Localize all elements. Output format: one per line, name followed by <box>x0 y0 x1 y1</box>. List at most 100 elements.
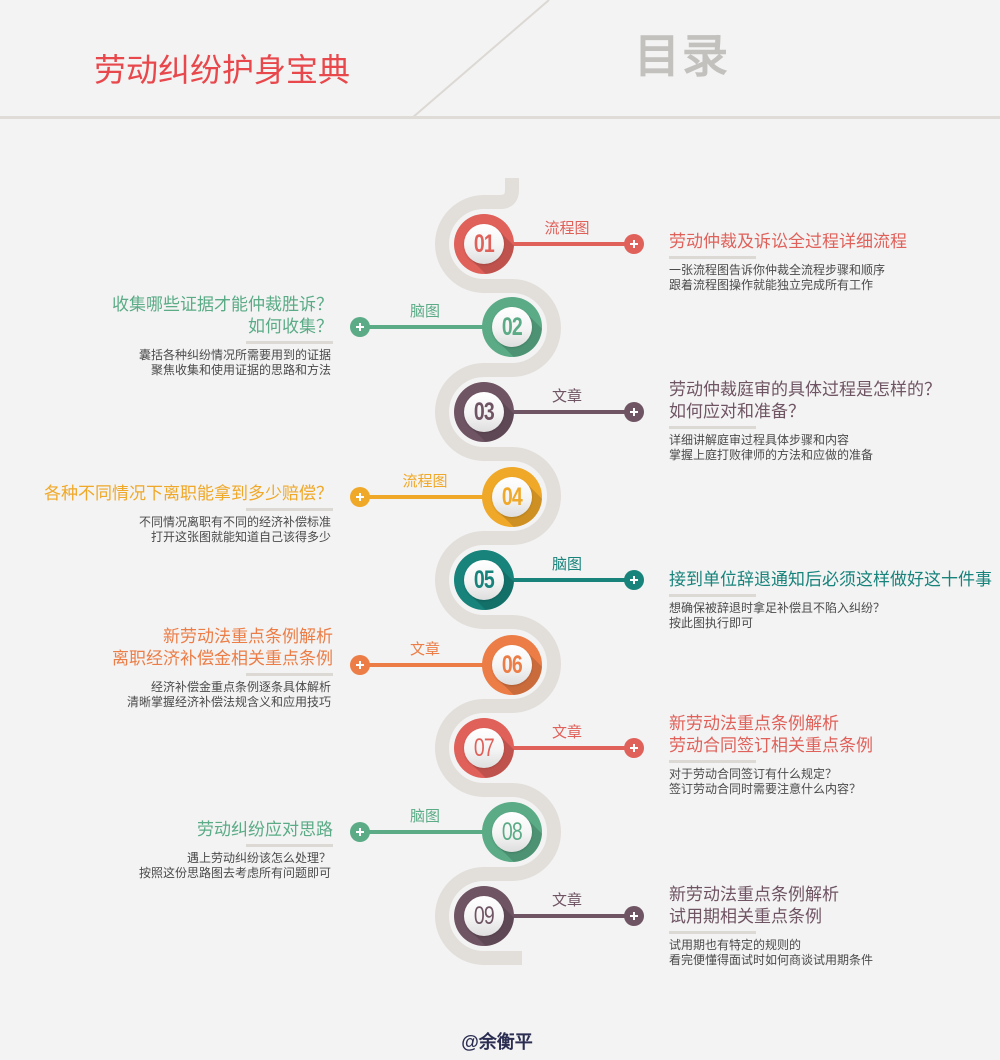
item-description: 想确保被辞退时拿足补偿且不陷入纠纷？ 按此图执行即可 <box>669 601 992 631</box>
connector-line <box>368 495 490 499</box>
item-number: 03 <box>473 398 495 426</box>
item-text: 各种不同情况下离职能拿到多少赔偿？ 不同情况离职有不同的经济补偿标准 打开这张图… <box>44 483 333 545</box>
title-line: 劳动纠纷应对思路 <box>197 820 333 839</box>
plus-icon[interactable] <box>350 655 370 675</box>
item-title[interactable]: 新劳动法重点条例解析 试用期相关重点条例 <box>669 884 873 928</box>
connector-line <box>505 242 627 246</box>
plus-icon[interactable] <box>624 402 644 422</box>
number-badge[interactable]: 08 <box>482 802 542 862</box>
type-label: 文章 <box>551 724 582 741</box>
type-label: 文章 <box>409 641 440 658</box>
item-title[interactable]: 劳动仲裁及诉讼全过程详细流程 <box>669 231 907 253</box>
item-title[interactable]: 各种不同情况下离职能拿到多少赔偿？ <box>44 483 333 505</box>
item-description: 遇上劳动纠纷该怎么处理？ 按照这份思路图去考虑所有问题即可 <box>139 851 333 881</box>
connector-line <box>368 663 490 667</box>
title-line: 新劳动法重点条例解析 <box>669 714 839 733</box>
desc-line: 不同情况离职有不同的经济补偿标准 <box>138 515 331 529</box>
header-diagonal-divider <box>411 0 550 119</box>
page-title: 劳动纠纷护身宝典 <box>94 52 351 88</box>
connector-line <box>505 914 627 918</box>
title-underline <box>246 508 333 511</box>
desc-line: 聚焦收集和使用证据的思路和方法 <box>150 363 331 377</box>
title-underline <box>246 341 333 344</box>
item-description: 详细讲解庭审过程具体步骤和内容 掌握上庭打败律师的方法和应做的准备 <box>669 433 941 463</box>
item-description: 一张流程图告诉你仲裁全流程步骤和顺序 跟着流程图操作就能独立完成所有工作 <box>669 263 907 293</box>
number-badge[interactable]: 04 <box>482 467 542 527</box>
plus-icon[interactable] <box>350 487 370 507</box>
number-badge[interactable]: 03 <box>454 382 514 442</box>
desc-line: 清晰掌握经济补偿法规含义和应用技巧 <box>126 695 331 709</box>
item-title[interactable]: 接到单位辞退通知后必须这样做好这十件事 <box>669 569 992 591</box>
type-label: 脑图 <box>409 808 440 825</box>
item-description: 经济补偿金重点条例逐条具体解析 清晰掌握经济补偿法规含义和应用技巧 <box>112 680 333 710</box>
desc-line: 想确保被辞退时拿足补偿且不陷入纠纷？ <box>669 601 886 615</box>
item-number: 09 <box>473 902 495 930</box>
plus-icon[interactable] <box>624 906 644 926</box>
desc-line: 遇上劳动纠纷该怎么处理？ <box>186 851 331 865</box>
number-badge[interactable]: 02 <box>482 297 542 357</box>
type-label: 文章 <box>551 892 582 909</box>
item-text: 新劳动法重点条例解析 离职经济补偿金相关重点条例 经济补偿金重点条例逐条具体解析… <box>112 626 333 710</box>
type-label: 脑图 <box>409 303 440 320</box>
title-line: 试用期相关重点条例 <box>669 907 822 926</box>
title-line: 如何收集？ <box>248 317 333 336</box>
number-badge[interactable]: 05 <box>454 550 514 610</box>
item-number: 02 <box>501 313 523 341</box>
badge-disc: 06 <box>492 645 532 685</box>
desc-line: 掌握上庭打败律师的方法和应做的准备 <box>669 448 874 462</box>
item-title[interactable]: 收集哪些证据才能仲裁胜诉？ 如何收集？ <box>112 294 333 338</box>
connector-line <box>505 746 627 750</box>
item-number: 04 <box>501 483 523 511</box>
item-text: 劳动仲裁庭审的具体过程是怎样的？ 如何应对和准备？ 详细讲解庭审过程具体步骤和内… <box>669 379 941 463</box>
item-text: 接到单位辞退通知后必须这样做好这十件事 想确保被辞退时拿足补偿且不陷入纠纷？ 按… <box>669 569 992 631</box>
title-line: 新劳动法重点条例解析 <box>163 627 333 646</box>
plus-icon[interactable] <box>350 317 370 337</box>
title-underline <box>669 760 756 763</box>
title-underline <box>246 844 333 847</box>
desc-line: 按照这份思路图去考虑所有问题即可 <box>138 866 331 880</box>
item-description: 囊括各种纠纷情况所需要用到的证据 聚焦收集和使用证据的思路和方法 <box>112 348 333 378</box>
author-credit: @余衡平 <box>0 1030 1000 1054</box>
item-title[interactable]: 劳动仲裁庭审的具体过程是怎样的？ 如何应对和准备？ <box>669 379 941 423</box>
title-line: 劳动仲裁庭审的具体过程是怎样的？ <box>669 380 941 399</box>
title-line: 新劳动法重点条例解析 <box>669 885 839 904</box>
title-underline <box>669 931 756 934</box>
number-badge[interactable]: 09 <box>454 886 514 946</box>
desc-line: 一张流程图告诉你仲裁全流程步骤和顺序 <box>669 263 886 277</box>
title-line: 各种不同情况下离职能拿到多少赔偿？ <box>44 484 333 503</box>
badge-disc: 07 <box>464 728 504 768</box>
desc-line: 对于劳动合同签订有什么规定？ <box>669 767 838 781</box>
title-line: 收集哪些证据才能仲裁胜诉？ <box>112 295 333 314</box>
plus-icon[interactable] <box>624 234 644 254</box>
plus-icon[interactable] <box>624 570 644 590</box>
plus-icon[interactable] <box>624 738 644 758</box>
number-badge[interactable]: 07 <box>454 718 514 778</box>
desc-line: 签订劳动合同时需要注意什么内容？ <box>669 782 862 796</box>
item-title[interactable]: 新劳动法重点条例解析 离职经济补偿金相关重点条例 <box>112 626 333 670</box>
connector-line <box>368 325 490 329</box>
number-badge[interactable]: 06 <box>482 635 542 695</box>
type-label: 流程图 <box>402 473 448 490</box>
title-underline <box>246 673 333 676</box>
item-text: 收集哪些证据才能仲裁胜诉？ 如何收集？ 囊括各种纠纷情况所需要用到的证据 聚焦收… <box>112 294 333 378</box>
item-description: 不同情况离职有不同的经济补偿标准 打开这张图就能知道自己该得多少 <box>44 515 333 545</box>
plus-icon[interactable] <box>350 822 370 842</box>
desc-line: 按此图执行即可 <box>669 616 754 630</box>
item-description: 试用期也有特定的规则的 看完便懂得面试时如何商谈试用期条件 <box>669 938 873 968</box>
title-line: 如何应对和准备？ <box>669 402 805 421</box>
badge-disc: 04 <box>492 477 532 517</box>
title-underline <box>669 256 756 259</box>
number-badge[interactable]: 01 <box>454 214 514 274</box>
badge-disc: 09 <box>464 896 504 936</box>
header-divider <box>0 116 1000 119</box>
item-title[interactable]: 劳动纠纷应对思路 <box>139 819 333 841</box>
connector-line <box>368 830 490 834</box>
item-number: 01 <box>473 230 495 258</box>
item-description: 对于劳动合同签订有什么规定？ 签订劳动合同时需要注意什么内容？ <box>669 767 873 797</box>
badge-disc: 05 <box>464 560 504 600</box>
toc-heading: 目录 <box>634 30 730 82</box>
title-underline <box>669 594 756 597</box>
item-title[interactable]: 新劳动法重点条例解析 劳动合同签订相关重点条例 <box>669 713 873 757</box>
